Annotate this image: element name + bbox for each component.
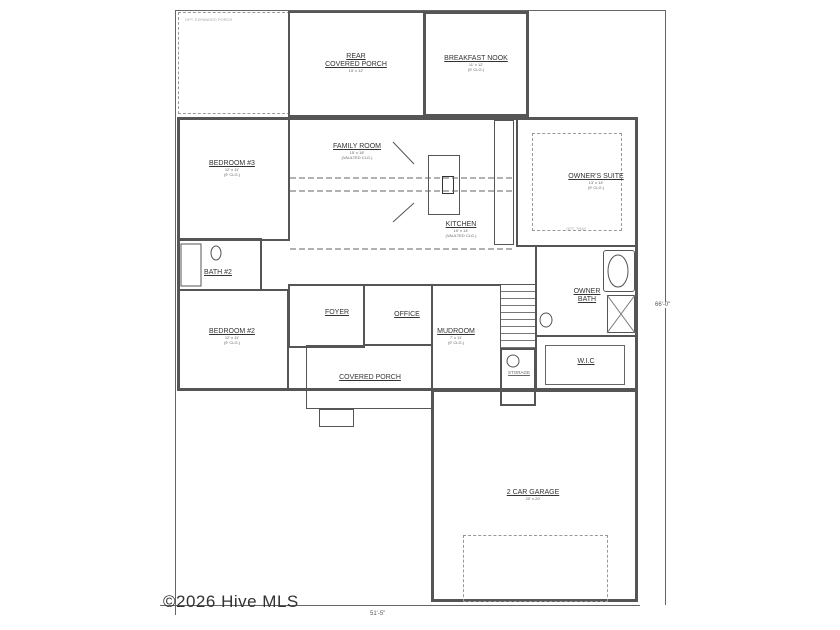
- wic-label: W.I.C: [577, 358, 595, 365]
- kitchen-label: KITCHEN 10' x 14' (VAULTED CLG.): [445, 221, 477, 238]
- office-label: OFFICE: [394, 311, 420, 318]
- bath2-label: BATH #2: [204, 269, 232, 276]
- watermark: ©2026 Hive MLS: [163, 592, 299, 611]
- vault-arrow: [392, 141, 415, 165]
- bathtub-bath2: [180, 243, 202, 287]
- storage-label: STORAGE: [508, 370, 530, 375]
- bedroom2-label: BEDROOM #2 12' x 11' (9' CLG.): [209, 328, 255, 345]
- garage-label: 2 CAR GARAGE 20' x 20': [506, 489, 560, 502]
- wic-shelves: [545, 345, 625, 385]
- tub-basin: [607, 254, 629, 288]
- garage-door: [463, 535, 608, 602]
- dimension-line-bottom: [160, 605, 640, 606]
- bedroom3-walls: [177, 117, 290, 241]
- covered-porch-label: COVERED PORCH: [339, 374, 401, 381]
- width-dimension: 51'-5": [370, 611, 386, 617]
- water-heater: [506, 354, 520, 368]
- dimension-line-top: [175, 10, 665, 11]
- mudroom-label: MUDROOM 7' x 11' (9' CLG.): [437, 328, 475, 345]
- toilet-owner: [539, 312, 553, 328]
- kitchen-counter: [494, 120, 514, 245]
- shower-cross: [606, 294, 636, 334]
- rear-porch-label: REAR COVERED PORCH 15' x 12': [325, 53, 387, 74]
- bathtub: [603, 250, 635, 292]
- owners-suite-label: OWNER'S SUITE 13' x 14' (9' CLG.): [568, 173, 624, 190]
- shower: [607, 295, 635, 333]
- owner-bath-label: OWNER BATH: [573, 288, 601, 304]
- optional-porch-note: OPT. EXPANDED PORCH: [185, 17, 233, 22]
- dimension-line-left: [175, 10, 176, 615]
- toilet-bath2: [210, 245, 222, 261]
- kitchen-island: [428, 155, 460, 215]
- depth-dimension: 66'-0": [655, 302, 671, 308]
- foyer-label: FOYER: [324, 309, 350, 316]
- owners-suite-tray: [532, 133, 622, 231]
- tray-note: OPT. TRAY: [566, 226, 587, 231]
- porch-steps: [319, 409, 354, 427]
- bedroom3-label: BEDROOM #3 12' x 11' (9' CLG.): [209, 160, 255, 177]
- breakfast-nook-label: BREAKFAST NOOK 11' x 12' (9' CLG.): [444, 55, 508, 72]
- kitchen-sink: [442, 176, 454, 194]
- vault-arrow: [392, 202, 415, 223]
- garage-walls: [431, 389, 638, 602]
- breakfast-nook-walls: [423, 11, 529, 117]
- family-room-label: FAMILY ROOM 15' x 18' (VAULTED CLG.): [333, 143, 381, 160]
